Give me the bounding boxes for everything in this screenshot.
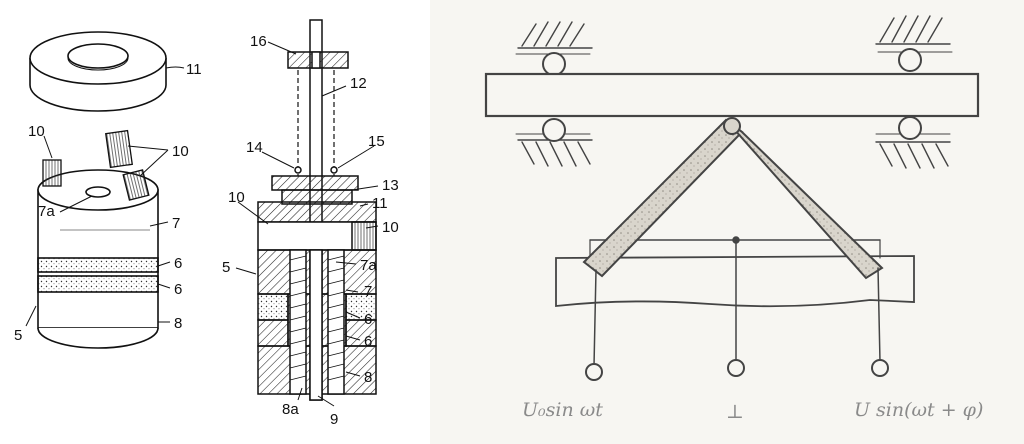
label-7a-right: 7a [360,257,377,274]
patent-drawing: 11 10 10 7a 7 6 6 5 8 16 12 14 15 13 11 … [0,0,430,444]
piezo-legs [582,117,884,280]
label-5-right: 5 [222,259,230,276]
label-8a: 8a [282,401,299,418]
label-7-left: 7 [172,215,180,232]
label-15: 15 [368,133,385,150]
label-11-ring: 11 [186,61,202,78]
hand-sketch: U₀sin ωt ⊥ U sin(ωt + φ) [430,0,1024,444]
roller-bearings [542,48,922,142]
label-10-block-left: 10 [28,123,45,140]
label-11-housing: 11 [372,195,388,212]
terminal-circles [585,359,889,381]
label-7-right: 7 [364,283,372,300]
label-7a-left: 7a [38,203,55,220]
support-bottom-right [875,133,951,169]
label-9: 9 [330,411,338,428]
lower-bar [555,239,915,308]
left-terminal-label: U₀sin ωt [522,399,603,421]
label-10-layer-left: 10 [228,189,245,206]
label-16: 16 [250,33,267,50]
label-8-right: 8 [364,369,372,386]
right-terminal-label: U sin(ωt + φ) [854,399,983,421]
label-5-left: 5 [14,327,22,344]
cross-section-assembly [257,19,377,401]
label-6a-right: 6 [364,311,372,328]
support-top-left [515,21,593,55]
label-10-layer-right: 10 [382,219,399,236]
label-6b-right: 6 [364,333,372,350]
center-terminal-label: ⊥ [726,401,744,423]
label-12: 12 [350,75,367,92]
label-6b-left: 6 [174,281,182,298]
label-10-block-right: 10 [172,143,189,160]
label-8-left: 8 [174,315,182,332]
upper-beam [484,72,980,118]
support-top-right [875,15,953,53]
leader-lines [25,41,379,407]
label-13: 13 [382,177,399,194]
terminal-wires [593,236,881,367]
piezo-blocks [42,129,150,201]
label-6a-left: 6 [174,255,182,272]
ring-washer [29,31,167,112]
label-14: 14 [246,139,263,156]
